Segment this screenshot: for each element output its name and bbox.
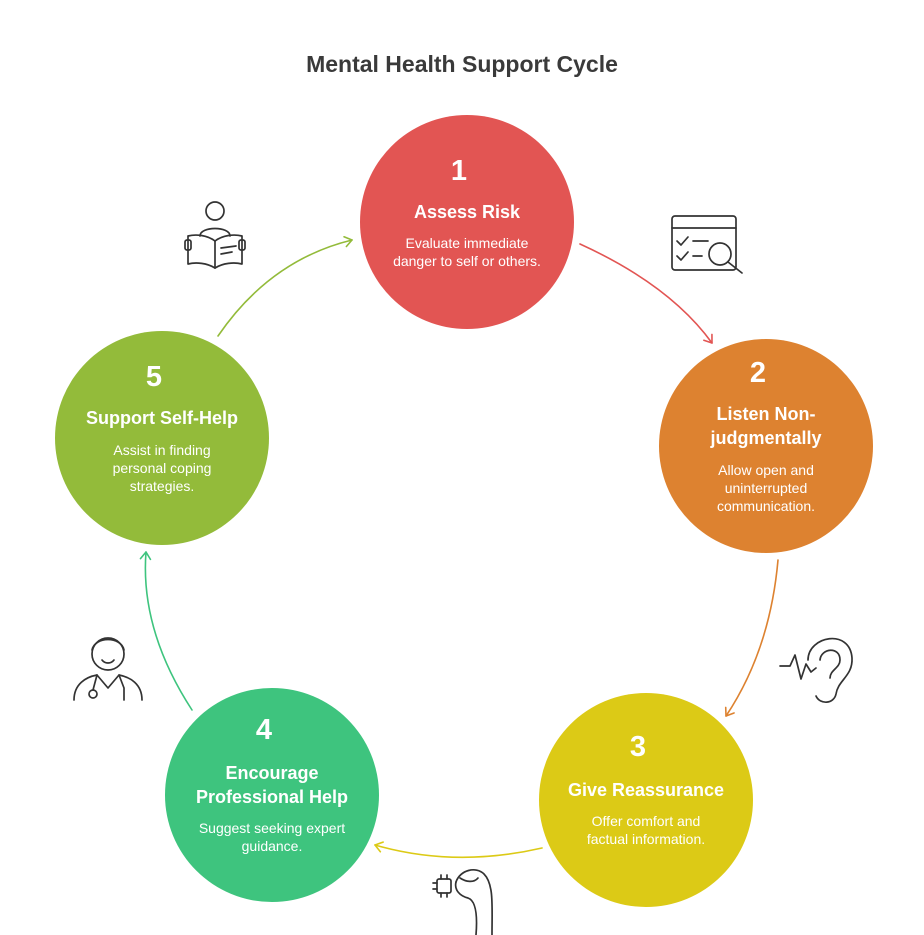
step-1-title: Assess Risk	[414, 202, 521, 222]
arrow-step4-to-step5	[139, 551, 193, 711]
step-1-node: 1 Assess Risk Evaluate immediate danger …	[360, 115, 574, 329]
step-4-title-line-1: Encourage	[225, 763, 318, 783]
step-2-circle	[659, 339, 873, 553]
doctor-stethoscope-icon	[73, 637, 143, 701]
checklist-magnifier-icon	[671, 215, 743, 274]
step-3-node: 3 Give Reassurance Offer comfort and fac…	[539, 693, 753, 907]
step-5-title: Support Self-Help	[86, 408, 238, 428]
step-4-number: 4	[256, 714, 272, 746]
step-2-desc-line-3: communication.	[717, 498, 815, 514]
step-4-circle	[165, 688, 379, 902]
step-4-desc-line-1: Suggest seeking expert	[199, 820, 345, 836]
arrow-step5-to-step1	[217, 236, 353, 337]
step-3-desc-line-2: factual information.	[587, 831, 705, 847]
arrow-step1-to-step2	[579, 243, 713, 344]
step-4-desc-line-2: guidance.	[242, 838, 303, 854]
step-2-title-line-1: Listen Non-	[717, 404, 816, 424]
person-reading-book-icon	[184, 201, 246, 269]
step-4-node: 4 Encourage Professional Help Suggest se…	[165, 688, 379, 902]
step-2-desc-line-2: uninterrupted	[725, 480, 808, 496]
step-3-desc-line-1: Offer comfort and	[592, 813, 701, 829]
step-5-desc-line-3: strategies.	[130, 478, 195, 494]
ear-sound-icon	[779, 637, 853, 703]
step-3-title: Give Reassurance	[568, 780, 724, 800]
step-4-title-line-2: Professional Help	[196, 787, 348, 807]
step-2-desc-line-1: Allow open and	[718, 462, 814, 478]
hand-holding-chip-icon	[432, 869, 493, 935]
step-5-node: 5 Support Self-Help Assist in finding pe…	[55, 331, 269, 545]
step-3-circle	[539, 693, 753, 907]
arrow-step3-to-step4	[374, 841, 543, 859]
step-5-number: 5	[146, 361, 162, 393]
arrow-step2-to-step3	[724, 559, 779, 717]
step-2-number: 2	[750, 357, 766, 389]
step-3-number: 3	[630, 731, 646, 763]
step-2-title-line-2: judgmentally	[709, 428, 821, 448]
step-1-circle	[360, 115, 574, 329]
step-1-number: 1	[451, 155, 467, 187]
step-1-desc-line-1: Evaluate immediate	[406, 235, 529, 251]
step-5-desc-line-1: Assist in finding	[113, 442, 210, 458]
diagram-title: Mental Health Support Cycle	[306, 51, 618, 77]
step-5-desc-line-2: personal coping	[113, 460, 212, 476]
step-1-desc-line-2: danger to self or others.	[393, 253, 541, 269]
step-2-node: 2 Listen Non- judgmentally Allow open an…	[659, 339, 873, 553]
step-5-circle	[55, 331, 269, 545]
